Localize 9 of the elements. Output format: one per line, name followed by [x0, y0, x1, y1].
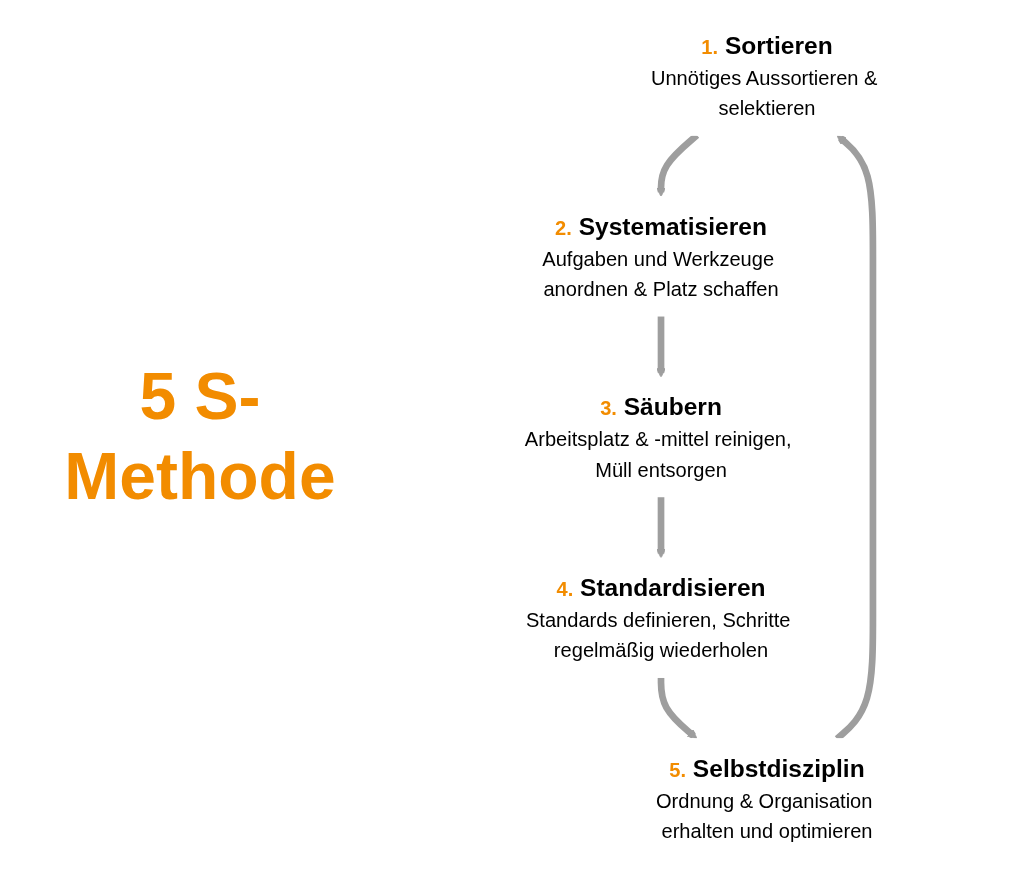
node-text: 2. Systematisieren Aufgaben und Werkzeuge anordnen & Platz schaffen [542, 211, 779, 300]
arrow [657, 676, 698, 739]
arrow [656, 315, 666, 378]
node-text: 1. Sortieren Unnötiges Aussortieren & selektieren [650, 31, 878, 120]
node-text: 5. Selbstdisziplin Ordnung & Organisation erhalten und optimieren [655, 753, 873, 842]
node-text: 3. Säubern Arbeitsplatz & -mittel reinigen, Müll entsorgen [524, 392, 792, 481]
node-text: 4. Standardisieren Standards definieren, Schritte regelmäßig wiederholen [525, 573, 791, 662]
arrow [656, 496, 666, 558]
diagram-title: 5 S-Methode [63, 358, 337, 515]
